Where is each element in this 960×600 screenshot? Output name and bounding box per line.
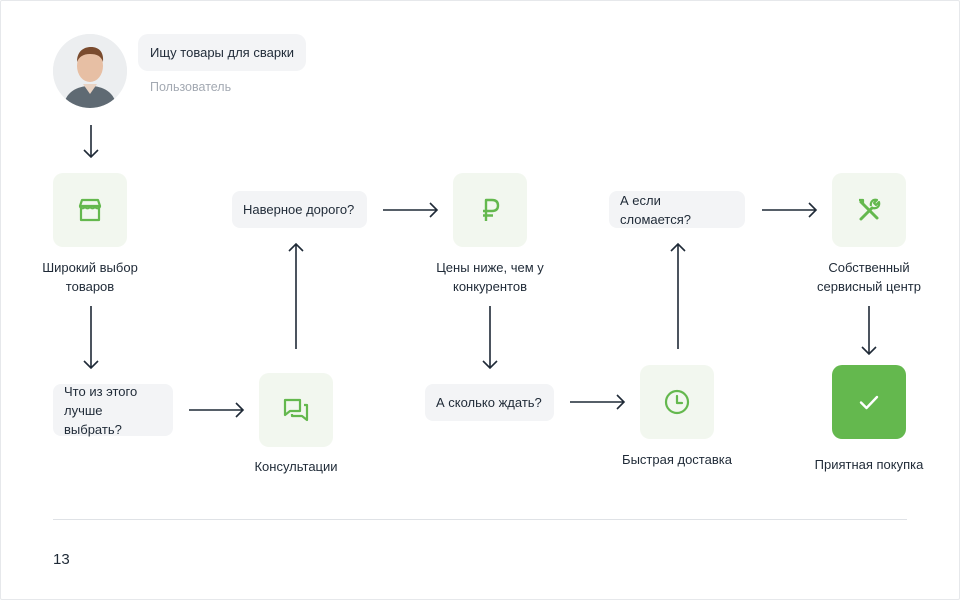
consult-tile (259, 373, 333, 447)
user-message-bubble: Ищу товары для сварки (138, 34, 307, 71)
chat-icon (283, 398, 309, 422)
arrow-down-icon (861, 306, 877, 356)
arrow-right-icon (189, 402, 245, 418)
arrow-down-icon (83, 306, 99, 370)
question-which-bubble: Что из этого лучше выбрать? (53, 383, 173, 437)
ruble-icon (483, 198, 500, 221)
arrow-up-icon (288, 242, 304, 349)
question-expensive: Наверное дорого? (243, 202, 355, 217)
service-tile (832, 173, 906, 247)
consult-label: Консультации (254, 459, 338, 474)
assortment-label: Широкий выбор товаров (42, 260, 138, 294)
assortment-tile (53, 173, 127, 247)
question-expensive-bubble: Наверное дорого? (232, 191, 367, 228)
user-message: Ищу товары для сварки (150, 45, 295, 60)
avatar (53, 34, 127, 108)
user-caption: Пользователь (150, 80, 232, 94)
prices-tile (453, 173, 527, 247)
purchase-tile (832, 365, 906, 439)
question-wait-bubble: А сколько ждать? (425, 384, 554, 421)
question-which: Что из этого лучше выбрать? (64, 383, 138, 437)
tools-icon (859, 198, 881, 221)
arrow-right-icon (762, 202, 818, 218)
arrow-right-icon (383, 202, 439, 218)
question-wait: А сколько ждать? (436, 395, 542, 410)
question-breaks: А если сломается? (620, 192, 692, 227)
page-number: 13 (53, 551, 70, 568)
purchase-label: Приятная покупка (814, 457, 924, 472)
clock-icon (664, 389, 690, 415)
prices-label: Цены ниже, чем у конкурентов (436, 260, 544, 294)
arrow-down-icon (83, 125, 99, 159)
delivery-tile (640, 365, 714, 439)
check-icon (859, 395, 879, 410)
service-label: Собственный сервисный центр (817, 260, 921, 294)
delivery-label: Быстрая доставка (622, 452, 732, 467)
divider (53, 519, 907, 520)
arrow-down-icon (482, 306, 498, 370)
user-photo-icon (53, 34, 127, 108)
arrow-right-icon (570, 394, 626, 410)
question-breaks-bubble: А если сломается? (609, 191, 745, 228)
arrow-up-icon (670, 242, 686, 349)
store-icon (78, 198, 102, 222)
